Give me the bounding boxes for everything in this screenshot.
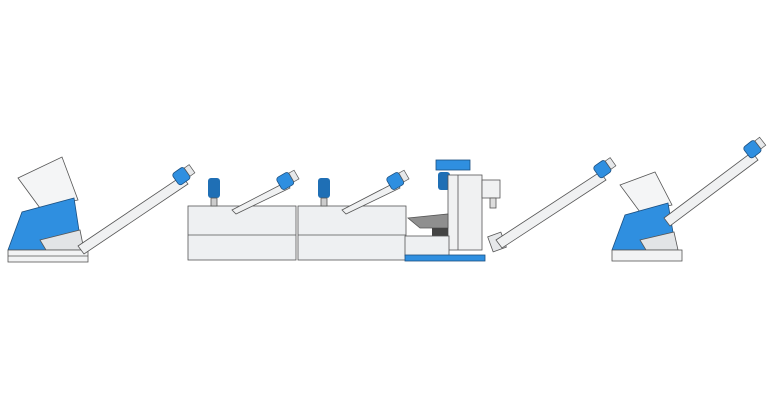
- dewatering-machine: [404, 159, 501, 262]
- crusher-right: [611, 171, 683, 262]
- screw-conveyor-1: [77, 162, 197, 255]
- crusher-left: [7, 156, 89, 263]
- screw-conveyor-2: [487, 155, 618, 253]
- screw-conveyor-3: [663, 135, 768, 227]
- washing-tank-1: [187, 168, 301, 261]
- washing-tank-2: [297, 168, 411, 261]
